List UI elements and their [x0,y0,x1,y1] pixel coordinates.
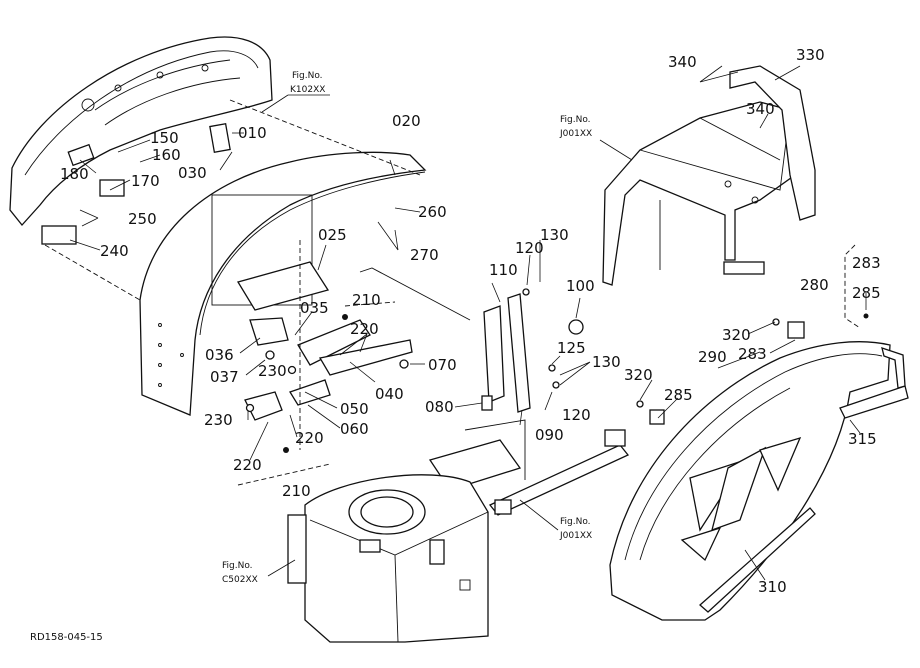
callout-090: 090 [535,426,564,444]
callout-036: 036 [205,346,234,364]
svg-text:K102XX: K102XX [290,85,325,95]
rear-fender [609,313,909,621]
lever-assembly [359,267,584,413]
svg-text:J001XX: J001XX [559,531,592,541]
callout-310: 310 [758,578,787,596]
fig-ref-k102: Fig.No. K102XX [290,71,325,95]
callout-035: 035 [300,299,329,317]
callout-labels: 010 020 025 030 035 036 037 040 050 060 … [60,46,881,596]
callout-050: 050 [340,400,369,418]
svg-text:J001XX: J001XX [559,129,592,139]
callout-285-mid: 285 [664,386,693,404]
svg-text:Fig.No.: Fig.No. [222,561,253,571]
group-210-top [344,301,396,307]
callout-125: 125 [557,339,586,357]
leader-lines [69,65,867,581]
callout-100: 100 [566,277,595,295]
fender-cover [139,151,427,416]
callout-230-left: 230 [204,411,233,429]
callout-283-mid: 283 [738,345,767,363]
callout-130-right: 130 [592,353,621,371]
construction-lines [44,99,421,450]
callout-340-mid: 340 [746,100,775,118]
diagram-code: RD158-045-15 [30,632,103,643]
callout-220-bottom: 220 [233,456,262,474]
callout-220-top: 220 [350,320,379,338]
fig-ref-j001-top: Fig.No. J001XX [559,115,592,139]
callout-220-mid: 220 [295,429,324,447]
callout-150: 150 [150,129,179,147]
callout-037: 037 [210,368,239,386]
callout-290: 290 [698,348,727,366]
callout-250: 250 [128,210,157,228]
fuel-tank [287,474,489,643]
callout-320-left: 320 [624,366,653,384]
svg-text:C502XX: C502XX [222,575,258,585]
svg-text:Fig.No.: Fig.No. [560,115,591,125]
callout-320-top: 320 [722,326,751,344]
callout-283-top: 283 [852,254,881,272]
callout-060: 060 [340,420,369,438]
callout-330: 330 [796,46,825,64]
callout-030: 030 [178,164,207,182]
cab-frame [602,65,816,286]
callout-080: 080 [425,398,454,416]
callout-170: 170 [131,172,160,190]
callout-040: 040 [375,385,404,403]
callout-180: 180 [60,165,89,183]
front-panel [9,36,273,245]
linkage-brackets [244,314,413,453]
callout-230-mid: 230 [258,362,287,380]
callout-120-bottom: 120 [562,406,591,424]
callout-270: 270 [410,246,439,264]
svg-text:Fig.No.: Fig.No. [292,71,323,81]
callout-210-top: 210 [352,291,381,309]
callout-315: 315 [848,430,877,448]
callout-020: 020 [392,112,421,130]
callout-010: 010 [238,124,267,142]
callout-025: 025 [318,226,347,244]
callout-110: 110 [489,261,518,279]
callout-210-bottom: 210 [282,482,311,500]
callout-160: 160 [152,146,181,164]
callout-285-top: 285 [852,284,881,302]
callout-280: 280 [800,276,829,294]
callout-120-top: 120 [515,239,544,257]
callout-240: 240 [100,242,129,260]
callout-070: 070 [428,356,457,374]
svg-text:Fig.No.: Fig.No. [560,517,591,527]
callout-340-top: 340 [668,53,697,71]
callout-130-top: 130 [540,226,569,244]
callout-260: 260 [418,203,447,221]
fig-ref-j001-bottom: Fig.No. J001XX [559,517,592,541]
fig-ref-c502: Fig.No. C502XX [222,561,258,585]
